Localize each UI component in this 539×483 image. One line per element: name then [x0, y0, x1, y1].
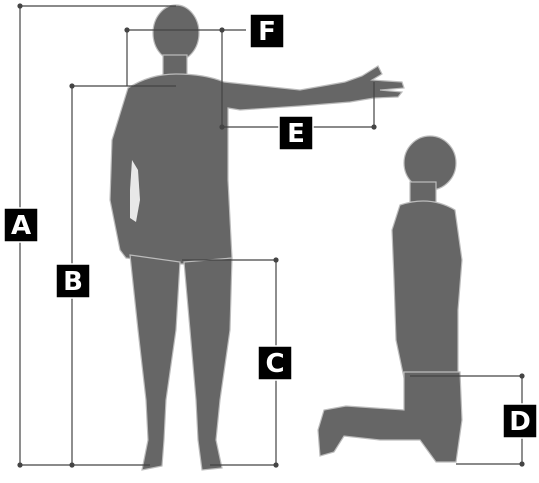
- label-b: B: [55, 263, 91, 299]
- standing-torso-and-arm: [109, 65, 405, 265]
- standing-figure: [109, 4, 405, 471]
- kneeling-figure: [317, 135, 463, 463]
- svg-text:F: F: [258, 17, 276, 47]
- standing-arm-gap: [130, 160, 140, 222]
- standing-left-leg: [129, 254, 181, 471]
- svg-text:C: C: [265, 349, 284, 379]
- standing-right-leg: [183, 257, 233, 471]
- kneeling-legs: [317, 371, 463, 463]
- label-c: C: [257, 345, 293, 381]
- label-a: A: [3, 207, 39, 243]
- svg-text:D: D: [509, 407, 531, 437]
- kneeling-torso: [391, 200, 463, 379]
- svg-text:E: E: [287, 119, 305, 149]
- svg-text:A: A: [11, 211, 31, 241]
- svg-text:B: B: [63, 267, 83, 297]
- kneeling-neck: [409, 181, 437, 203]
- label-d: D: [502, 403, 538, 439]
- label-e: E: [278, 115, 314, 151]
- label-f: F: [249, 13, 285, 49]
- standing-head: [152, 4, 200, 62]
